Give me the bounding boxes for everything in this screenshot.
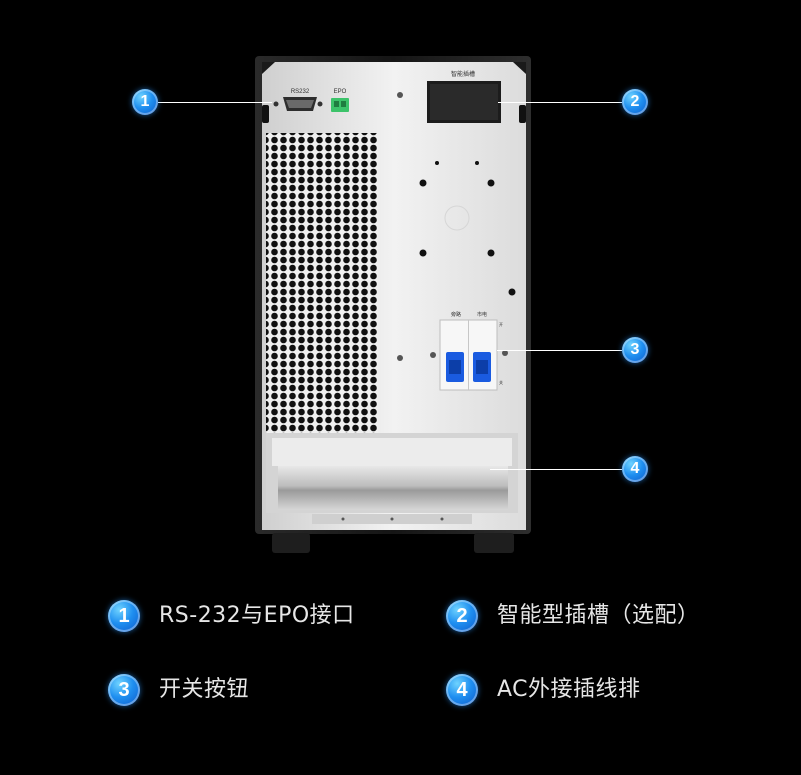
callout-badge-1: 1 xyxy=(132,89,158,115)
right-foot xyxy=(474,533,514,553)
epo-terminal: EPO xyxy=(331,89,349,112)
callout-line-2 xyxy=(498,102,622,103)
slot-label: 智能插槽 xyxy=(451,70,475,78)
callout-badge-3: 3 xyxy=(622,337,648,363)
legend-label-3: 开关按钮 xyxy=(159,677,250,702)
legend-label-4: AC外接插线排 xyxy=(497,677,641,702)
callout-line-1 xyxy=(158,102,272,103)
callout-badge-4: 4 xyxy=(622,456,648,482)
ventilation-grille xyxy=(266,133,378,433)
on-label: 开 xyxy=(499,322,503,327)
callout-badge-2: 2 xyxy=(622,89,648,115)
legend-badge-3: 3 xyxy=(108,674,140,706)
legend-label-2: 智能型插槽（选配） xyxy=(497,603,700,628)
legend-badge-1: 1 xyxy=(108,600,140,632)
legend-badge-4: 4 xyxy=(446,674,478,706)
off-label: 关 xyxy=(499,379,503,385)
callout-line-4 xyxy=(490,469,622,470)
switch-breakers: 旁路 市电 开 关 xyxy=(439,311,503,391)
ac-terminal-cover xyxy=(266,433,518,524)
bypass-label: 旁路 xyxy=(451,311,461,318)
epo-label: EPO xyxy=(334,89,347,95)
rs232-port: RS232 xyxy=(273,89,323,111)
mains-label: 市电 xyxy=(477,311,487,318)
legend-badge-2: 2 xyxy=(446,600,478,632)
left-foot xyxy=(272,533,310,553)
smart-slot: 智能插槽 xyxy=(427,70,501,123)
legend-label-1: RS-232与EPO接口 xyxy=(159,603,355,628)
rs232-label: RS232 xyxy=(291,89,310,95)
callout-line-3 xyxy=(497,350,622,351)
